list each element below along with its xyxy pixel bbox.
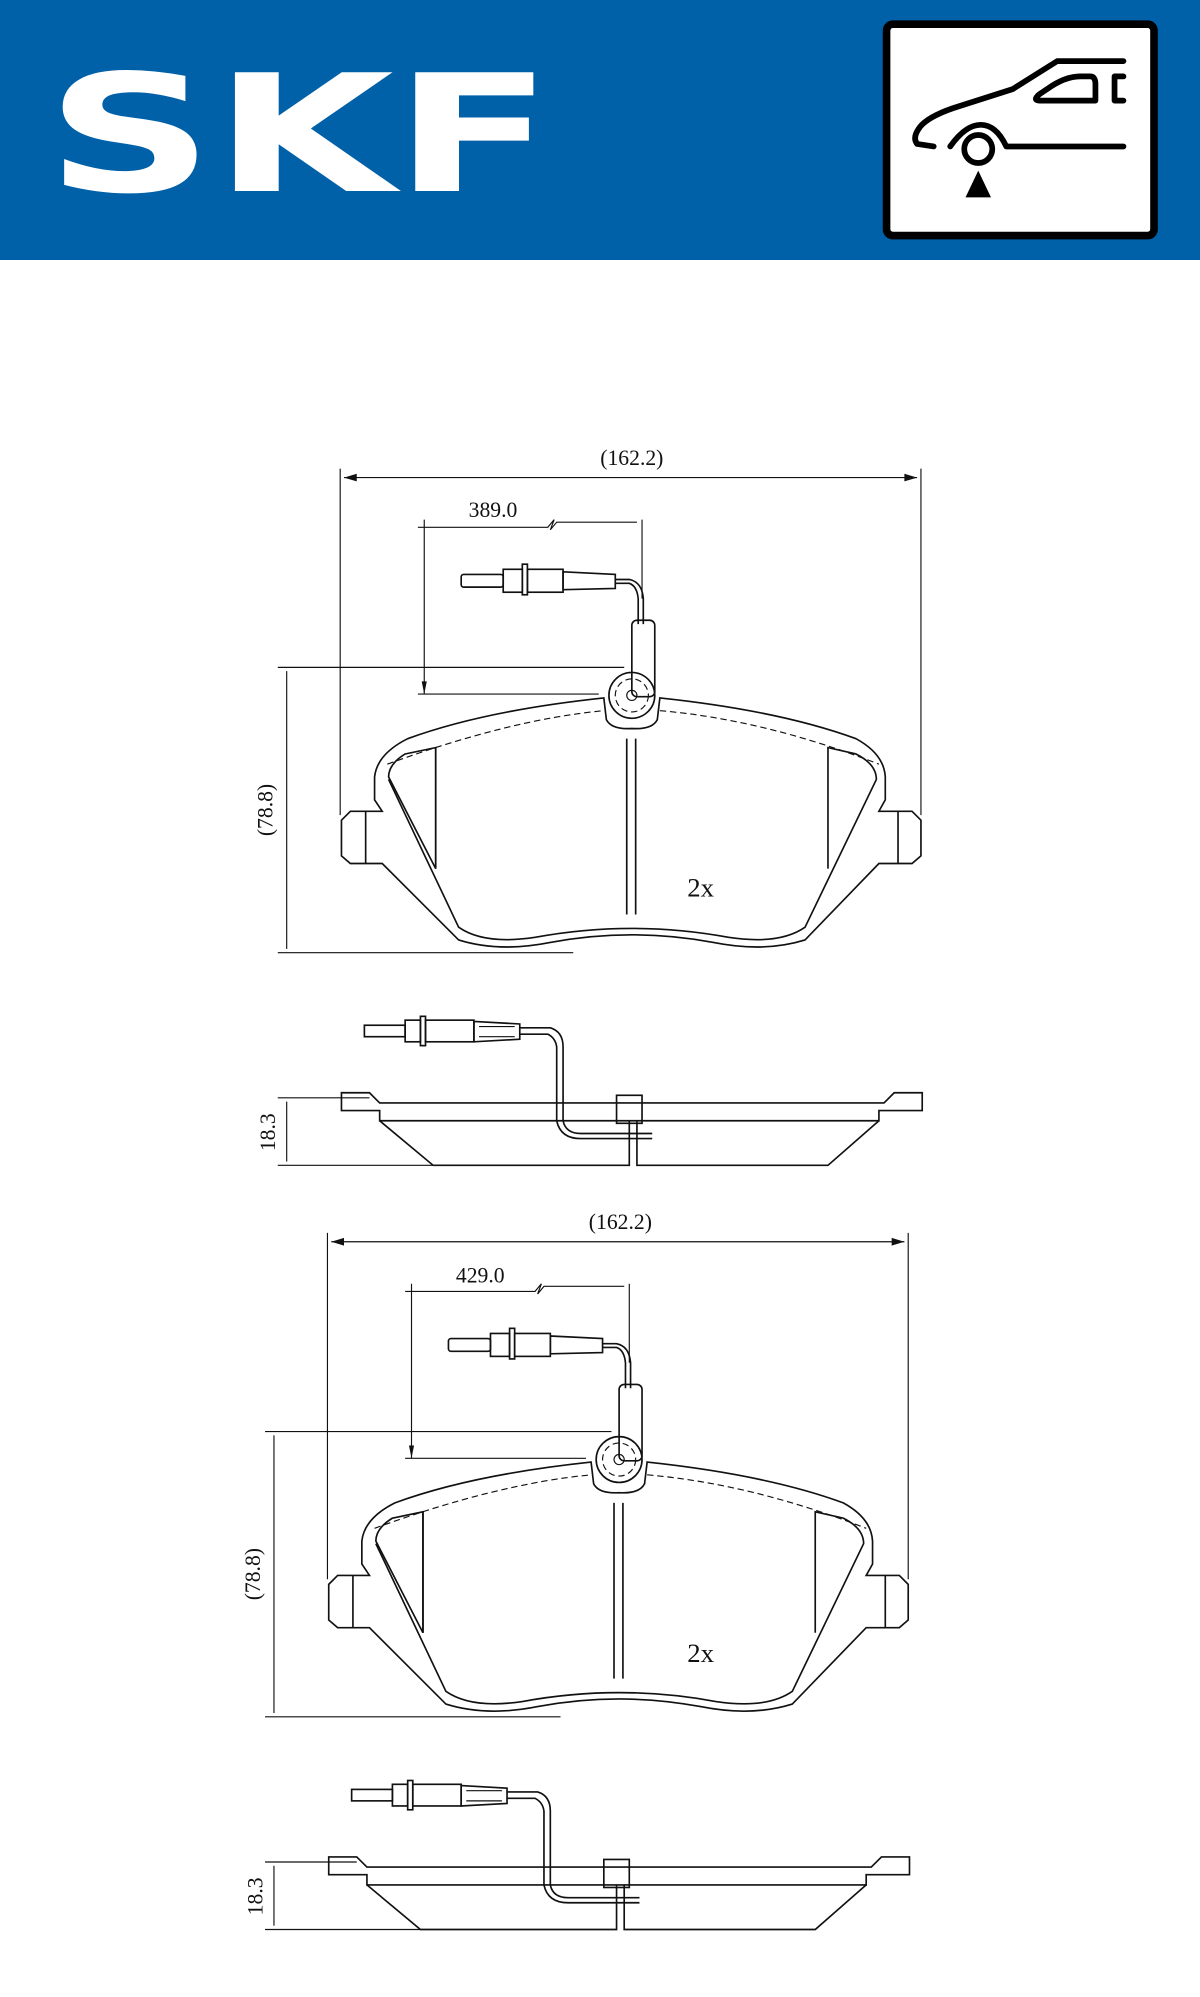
car-front-axle-icon	[882, 20, 1158, 240]
quantity-label: 2x	[687, 873, 714, 903]
quantity-label: 2x	[687, 1638, 714, 1668]
brake-pad-set-1	[277, 468, 924, 1167]
thickness-label: 18.3	[243, 1877, 267, 1915]
svg-text:SKF: SKF	[46, 41, 553, 230]
brake-pad-set-2	[264, 1232, 911, 1931]
width-dimension	[339, 468, 922, 816]
width-label: (162.2)	[600, 446, 663, 470]
width-label: (162.2)	[589, 1210, 652, 1234]
thickness-label: 18.3	[256, 1113, 280, 1151]
pad-backplate-top-view	[340, 671, 922, 948]
height-label: (78.8)	[254, 784, 278, 836]
skf-logo: SKF	[46, 41, 553, 230]
height-dimension	[277, 666, 625, 954]
pad-side-view	[277, 1015, 924, 1167]
wire-length-dimension	[417, 519, 643, 695]
height-label: (78.8)	[241, 1548, 265, 1600]
wire-length-label: 429.0	[456, 1264, 505, 1288]
wire-length-label: 389.0	[469, 498, 518, 522]
wear-sensor	[460, 563, 656, 698]
